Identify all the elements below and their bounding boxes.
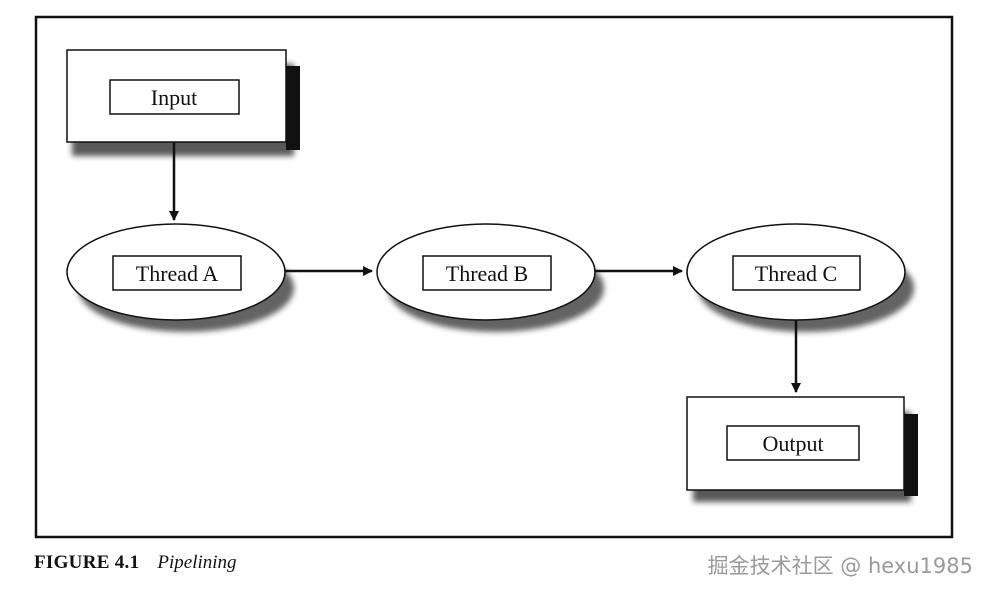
thread-b-node: Thread B: [376, 223, 604, 332]
thread-b-label: Thread B: [446, 261, 528, 286]
figure-caption: FIGURE 4.1 Pipelining: [34, 552, 237, 574]
thread-a-node: Thread A: [66, 223, 294, 332]
output-label: Output: [762, 431, 823, 456]
thread-c-label: Thread C: [755, 261, 837, 286]
input-node: Input: [66, 49, 300, 156]
input-label: Input: [151, 85, 197, 110]
output-node: Output: [686, 396, 918, 502]
thread-a-label: Thread A: [136, 261, 219, 286]
figure-number: FIGURE 4.1: [34, 552, 140, 573]
figure-frame: [34, 15, 954, 539]
figure-title: Pipelining: [157, 552, 237, 573]
thread-c-node: Thread C: [686, 223, 914, 332]
watermark-text: 掘金技术社区 @ hexu1985: [707, 554, 973, 578]
